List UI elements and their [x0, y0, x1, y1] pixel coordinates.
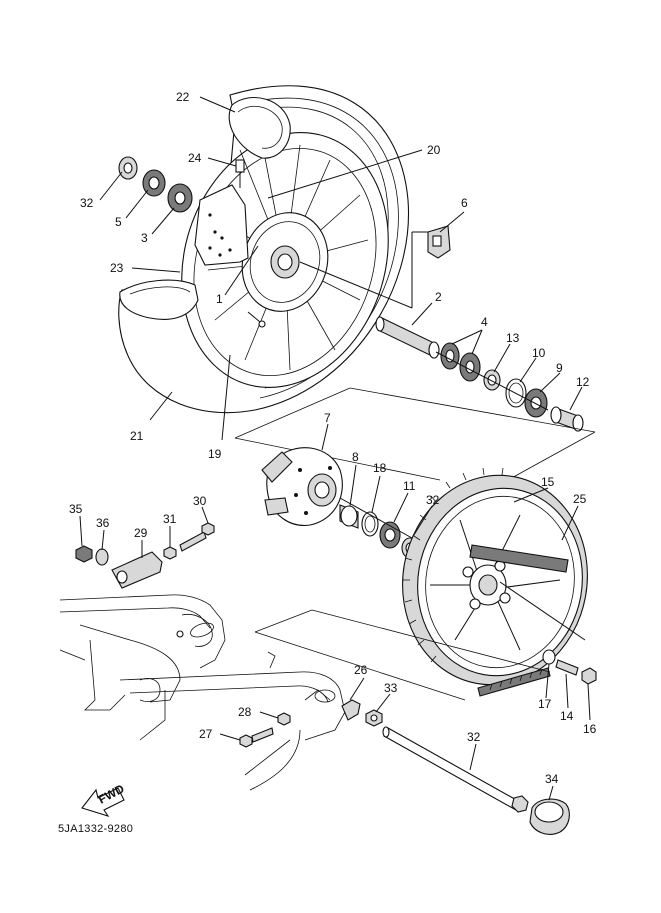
- swingarm-frame: [59, 594, 346, 791]
- left-bearing-group: [118, 156, 193, 213]
- callout-31: 31: [163, 512, 177, 526]
- callout-17: 17: [538, 697, 552, 711]
- callout-33: 32: [467, 730, 481, 744]
- rim-band-22: [228, 97, 291, 159]
- callout-24: 24: [188, 151, 202, 165]
- callout-7: 7: [324, 411, 331, 425]
- callout-35: 34: [545, 772, 559, 786]
- callout-14: 14: [560, 709, 574, 723]
- callout-29: 29: [134, 526, 148, 540]
- callout-1: 1: [216, 292, 223, 306]
- callout-36: 35: [69, 502, 83, 516]
- callout-21: 21: [130, 429, 144, 443]
- rear-axle-33: [382, 726, 529, 813]
- callout-19: 19: [208, 447, 222, 461]
- callout-9: 9: [556, 361, 563, 375]
- callout-27: 27: [199, 727, 213, 741]
- callout-13: 13: [506, 331, 520, 345]
- callout-6: 6: [461, 196, 468, 210]
- callout-11: 11: [403, 479, 416, 493]
- callout-12: 12: [576, 375, 590, 389]
- leader-lines: [79, 96, 591, 801]
- callout-26: 26: [354, 663, 368, 677]
- callout-15: 15: [541, 475, 555, 489]
- callout-2: 2: [435, 290, 442, 304]
- callout-37: 36: [96, 516, 110, 530]
- callout-25: 25: [573, 492, 587, 506]
- callout-4: 4: [481, 315, 488, 329]
- hub-drum-7: [261, 447, 343, 526]
- fwd-arrow-icon: FWD: [81, 781, 127, 817]
- callout-22: 22: [176, 90, 190, 104]
- collar-2: [375, 316, 440, 359]
- rear-wheel-assembly: [118, 85, 410, 414]
- belt-25: [469, 544, 569, 573]
- callout-34: 33: [384, 681, 398, 695]
- callout-5: 5: [115, 215, 122, 229]
- callout-32b: 32: [426, 493, 440, 507]
- callout-23: 23: [110, 261, 124, 275]
- callout-labels: 22 24 20 32 5 3 6 23 1 2 4 13 10 9 12 21…: [69, 90, 597, 786]
- callout-30: 30: [193, 494, 207, 508]
- callout-32: 32: [80, 196, 94, 210]
- callout-18: 18: [373, 461, 387, 475]
- callout-16: 16: [583, 722, 597, 736]
- callout-8: 8: [352, 450, 359, 464]
- callout-20: 20: [427, 143, 441, 157]
- tube-23: [119, 279, 199, 320]
- callout-3: 3: [141, 231, 148, 245]
- diagram-code: 5JA1332-9280: [58, 823, 134, 835]
- rear-pulley-15: [402, 467, 588, 686]
- callout-10: 10: [532, 346, 546, 360]
- callout-28: 28: [238, 705, 252, 719]
